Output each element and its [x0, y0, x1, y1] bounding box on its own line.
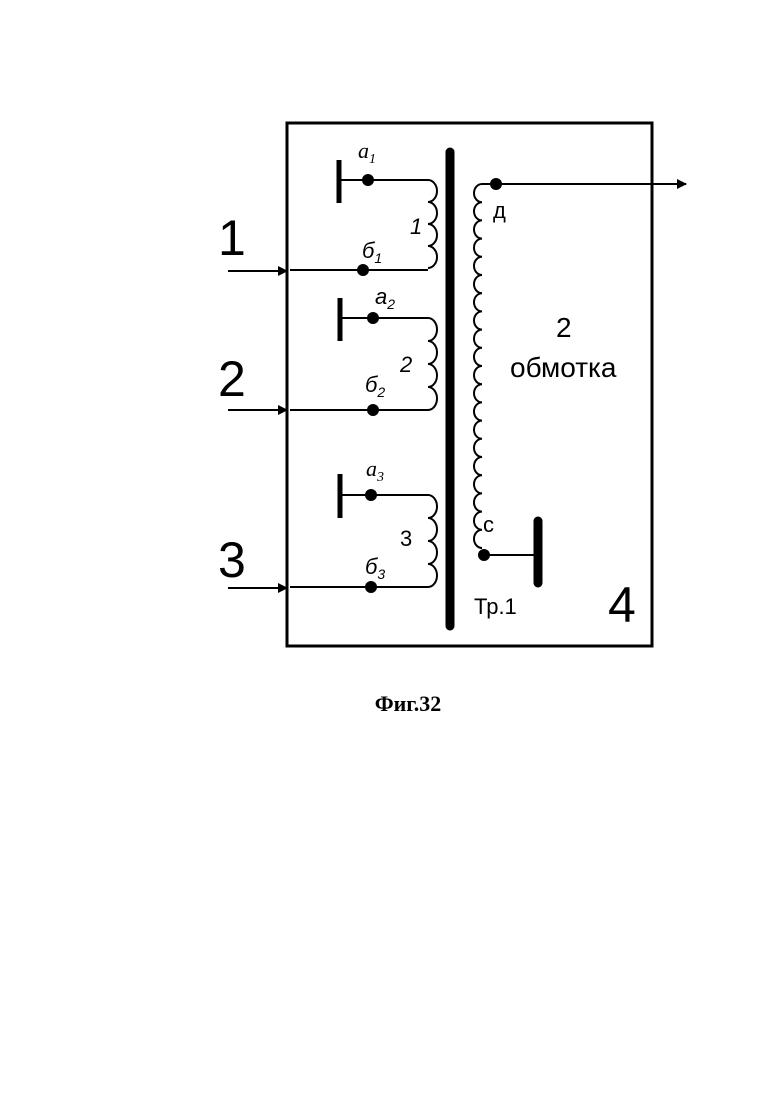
terminal-label-b2: б2: [365, 372, 385, 400]
terminal-label-b3: б3: [365, 554, 385, 582]
terminal-label-d: д: [493, 198, 506, 223]
terminal-b1: [357, 264, 369, 276]
primary-winding-3: [290, 474, 437, 593]
primary-winding-2: [290, 298, 437, 416]
terminal-a3: [365, 489, 377, 501]
terminal-label-a3: a3: [366, 456, 384, 485]
input-label-2: 2: [218, 351, 246, 407]
terminal-a2: [367, 312, 379, 324]
terminal-label-a1: a1: [358, 138, 376, 167]
coil-3: [428, 495, 437, 587]
terminal-label-c: с: [483, 512, 494, 537]
winding-label-1: 1: [410, 214, 422, 239]
block-frame: [287, 123, 652, 646]
secondary-label-text: обмотка: [510, 352, 617, 383]
secondary-coil: [474, 184, 496, 548]
figure-caption: Фиг.32: [375, 691, 442, 716]
input-label-1: 1: [218, 210, 246, 266]
input-label-3: 3: [218, 532, 246, 588]
terminal-label-b1: б1: [362, 238, 382, 266]
terminal-b3: [365, 581, 377, 593]
terminal-b2: [367, 404, 379, 416]
coil-1: [428, 180, 437, 268]
winding-label-3: 3: [400, 526, 412, 551]
coil-2: [428, 318, 437, 410]
winding-label-2: 2: [399, 352, 412, 377]
core-label: Тр.1: [474, 594, 517, 619]
terminal-a1: [362, 174, 374, 186]
terminal-label-a2: a2: [375, 284, 395, 312]
block-label: 4: [608, 577, 636, 633]
secondary-label-num: 2: [556, 312, 572, 343]
